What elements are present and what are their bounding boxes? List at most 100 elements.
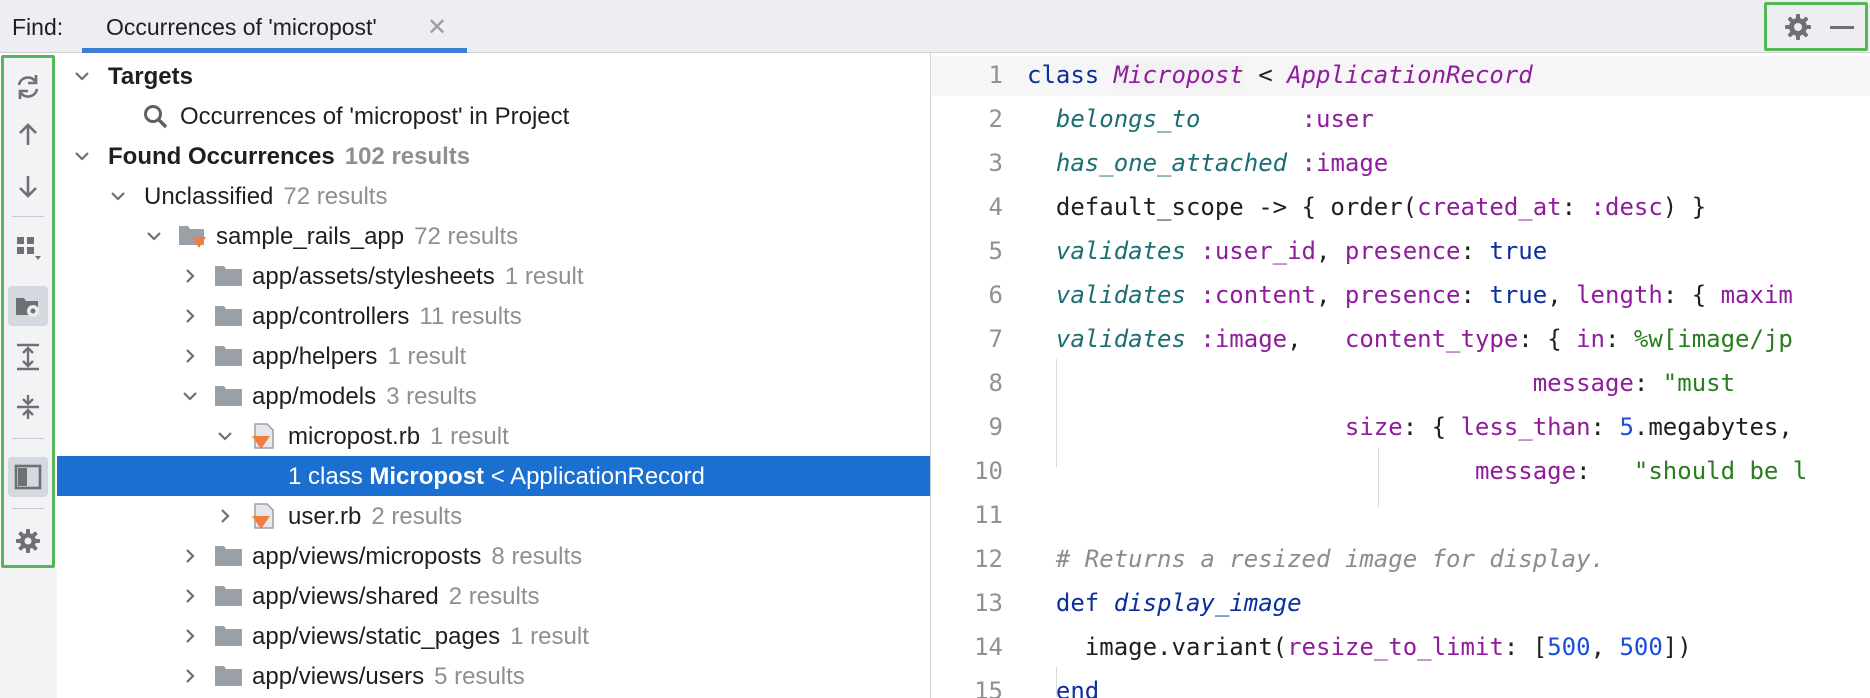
code-line: # Returns a resized image for display. xyxy=(1055,545,1605,573)
tree-row-unclassified[interactable]: Unclassified 72 results xyxy=(57,176,930,216)
chevron-down-icon[interactable] xyxy=(71,145,93,167)
tab-occurrences[interactable]: Occurrences of 'micropost' ✕ xyxy=(82,0,467,53)
settings-icon[interactable] xyxy=(13,526,43,556)
folder-icon xyxy=(215,626,242,646)
chevron-down-icon[interactable] xyxy=(214,425,236,447)
tree-row-folder[interactable]: app/views/shared 2 results xyxy=(57,576,930,616)
tree-label: app/assets/stylesheets xyxy=(252,263,495,290)
chevron-right-icon[interactable] xyxy=(179,265,201,287)
code-line: class Micropost < ApplicationRecord xyxy=(1027,61,1533,89)
folder-icon xyxy=(215,666,242,686)
code-preview[interactable]: 1 2 3 4 5 6 7 8 9 10 11 12 13 14 15 clas… xyxy=(931,53,1870,698)
tree-row-folder[interactable]: app/views/users 5 results xyxy=(57,656,930,696)
tree-label: app/views/users xyxy=(252,663,425,690)
result-count: 1 result xyxy=(387,343,467,370)
module-grouping-icon[interactable] xyxy=(13,291,43,321)
result-count: 1 result xyxy=(504,263,584,290)
indent-guide xyxy=(1378,447,1379,507)
arrow-up-icon[interactable] xyxy=(13,120,43,150)
code-line: validates :user_id, presence: true xyxy=(1055,237,1548,265)
tree-row-usage[interactable]: 1 class Micropost < ApplicationRecord xyxy=(57,456,930,496)
line-number: 8 xyxy=(988,369,1003,397)
tree-label: app/controllers xyxy=(252,303,410,330)
search-icon xyxy=(144,105,168,129)
tree-row-targets[interactable]: Targets xyxy=(57,56,930,96)
tree-row-folder[interactable]: app/models 3 results xyxy=(57,376,930,416)
line-number: 7 xyxy=(988,325,1003,353)
result-count: 72 results xyxy=(283,183,388,210)
expand-all-icon[interactable] xyxy=(13,342,43,372)
ruby-file-icon xyxy=(252,503,274,529)
usage-prefix: 1 class xyxy=(288,463,370,490)
result-count: 11 results xyxy=(419,303,522,330)
chevron-down-icon[interactable] xyxy=(143,225,165,247)
tab-title: Occurrences of 'micropost' xyxy=(106,14,377,40)
code-line: has_one_attached :image xyxy=(1055,149,1389,177)
result-count: 2 results xyxy=(371,503,463,530)
folder-icon xyxy=(215,346,242,366)
close-icon[interactable]: ✕ xyxy=(427,14,448,41)
chevron-right-icon[interactable] xyxy=(179,585,201,607)
chevron-down-icon[interactable] xyxy=(179,385,201,407)
find-label: Find: xyxy=(12,14,64,40)
chevron-right-icon[interactable] xyxy=(179,305,201,327)
chevron-right-icon[interactable] xyxy=(179,545,201,567)
toolbar-gutter xyxy=(0,568,58,698)
find-side-toolbar xyxy=(1,55,55,568)
result-count: 5 results xyxy=(434,663,525,690)
line-number: 9 xyxy=(988,413,1003,441)
usage-match: Micropost xyxy=(369,463,485,490)
folder-icon xyxy=(215,306,242,326)
chevron-right-icon[interactable] xyxy=(179,625,201,647)
tree-row-folder[interactable]: app/assets/stylesheets 1 result xyxy=(57,256,930,296)
code-line: validates :content, presence: true, leng… xyxy=(1055,281,1793,309)
preview-icon[interactable] xyxy=(13,462,43,492)
line-number: 15 xyxy=(974,677,1003,698)
tree-label: app/views/microposts xyxy=(252,543,482,570)
line-number: 12 xyxy=(974,545,1003,573)
chevron-right-icon[interactable] xyxy=(214,505,236,527)
collapse-all-icon[interactable] xyxy=(13,392,43,422)
window-actions xyxy=(1764,2,1868,51)
toolbar-separator xyxy=(12,216,44,217)
arrow-down-icon[interactable] xyxy=(13,171,43,201)
result-count: 2 results xyxy=(448,583,540,610)
toolbar-separator xyxy=(12,438,44,439)
chevron-down-icon[interactable] xyxy=(71,65,93,87)
tree-label: app/models xyxy=(252,383,377,410)
toolbar-separator xyxy=(12,508,44,509)
chevron-down-icon[interactable] xyxy=(107,185,129,207)
group-by-icon[interactable] xyxy=(13,233,43,263)
gear-icon[interactable] xyxy=(1783,12,1813,42)
line-number: 14 xyxy=(974,633,1003,661)
folder-icon xyxy=(215,586,242,606)
folder-icon xyxy=(215,386,242,406)
refresh-icon[interactable] xyxy=(13,72,43,102)
tree-label: Unclassified xyxy=(144,183,274,210)
tree-row-folder[interactable]: app/controllers 11 results xyxy=(57,296,930,336)
result-count: 3 results xyxy=(386,383,477,410)
code-line: message: "must xyxy=(1532,369,1736,397)
chevron-right-icon[interactable] xyxy=(179,345,201,367)
line-number: 6 xyxy=(988,281,1003,309)
code-line: validates :image, content_type: { in: %w… xyxy=(1055,325,1793,353)
tree-label: sample_rails_app xyxy=(216,223,405,250)
code-line: size: { less_than: 5.megabytes, xyxy=(1344,413,1793,441)
line-number: 5 xyxy=(988,237,1003,265)
code-line: end xyxy=(1055,677,1100,698)
indent-guide xyxy=(1056,359,1057,467)
ruby-file-icon xyxy=(252,423,274,449)
tree-label: app/views/shared xyxy=(252,583,439,610)
minimize-icon[interactable] xyxy=(1827,12,1857,42)
code-line: message: "should be l xyxy=(1474,457,1808,485)
code-line: belongs_to :user xyxy=(1055,105,1374,133)
tree-row-target-item[interactable]: Occurrences of 'micropost' in Project xyxy=(57,96,930,136)
chevron-right-icon[interactable] xyxy=(179,665,201,687)
